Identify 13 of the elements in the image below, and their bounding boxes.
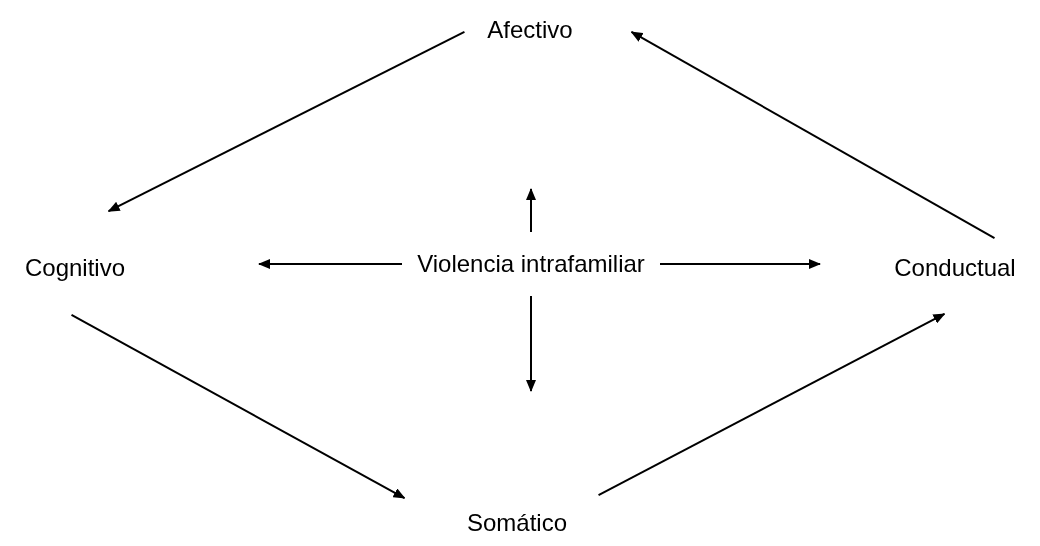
arrow (659, 259, 821, 269)
node-label: Somático (447, 508, 587, 538)
node-label: Afectivo (460, 15, 600, 45)
arrow (526, 295, 536, 392)
arrow (107, 30, 466, 213)
node-label: Conductual (880, 253, 1030, 283)
node-label: Cognitivo (5, 253, 145, 283)
arrow (597, 312, 946, 497)
arrow (70, 313, 406, 500)
arrow (630, 30, 996, 240)
node-label: Violencia intrafamiliar (405, 235, 657, 293)
arrow (526, 188, 536, 233)
arrow (258, 259, 403, 269)
